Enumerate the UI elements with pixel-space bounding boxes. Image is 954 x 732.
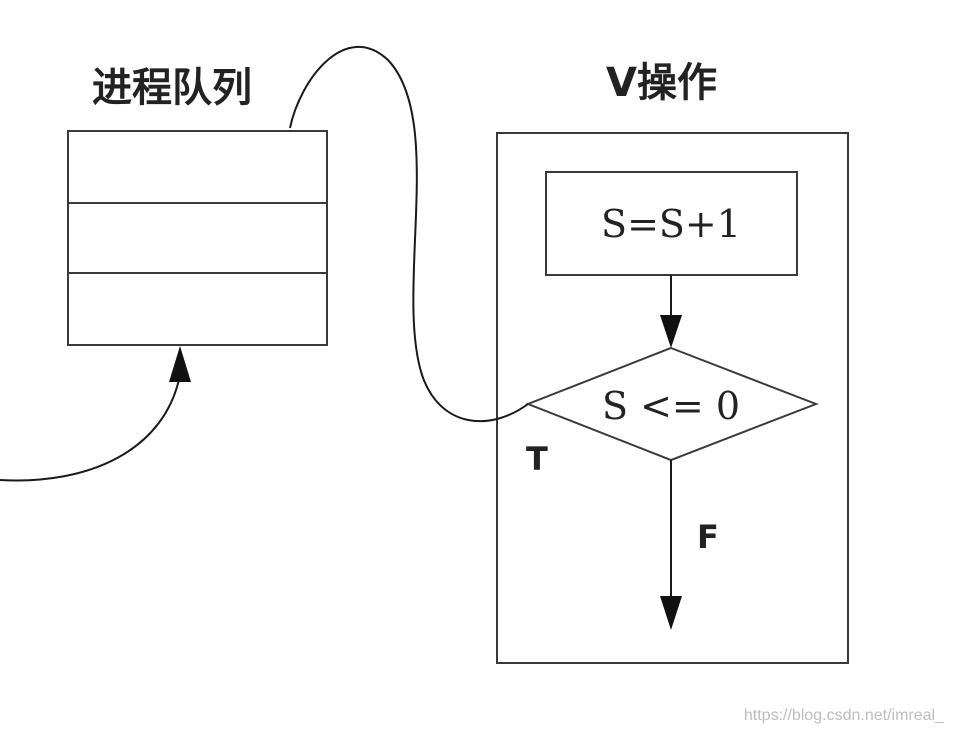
false-branch-arrowhead: [660, 596, 682, 630]
condition-label: S <= 0: [602, 384, 740, 428]
queue-title: 进程队列: [92, 65, 252, 111]
increment-step-box: [545, 171, 798, 276]
v-operation-title: V操作: [606, 60, 717, 106]
process-queue: [67, 130, 328, 346]
increment-step-label: S=S+1: [601, 202, 741, 246]
queue-entry-arrowhead: [169, 346, 191, 382]
queue-slot-3: [67, 272, 328, 346]
false-branch-label: F: [697, 518, 719, 556]
true-branch-label: T: [526, 440, 548, 478]
queue-slot-1: [67, 130, 328, 204]
step-to-decision-arrowhead: [660, 315, 682, 348]
queue-slot-2: [67, 202, 328, 274]
true-branch-curve: [289, 45, 529, 423]
watermark-text: https://blog.csdn.net/imreal_: [744, 707, 945, 724]
queue-entry-curve: [0, 374, 181, 482]
